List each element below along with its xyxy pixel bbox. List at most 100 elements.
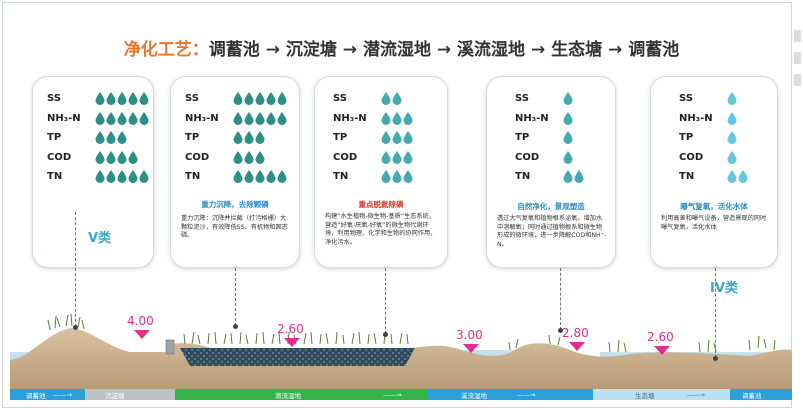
water-level-label: 4.00 — [127, 314, 154, 328]
drop-level — [233, 111, 287, 125]
water-drop-icon — [574, 170, 584, 184]
water-drop-icon — [255, 150, 265, 164]
param-name: NH₃-N — [679, 112, 713, 124]
param-name: NH₃-N — [185, 112, 219, 124]
drop-level — [95, 170, 149, 184]
param-row: NH₃-N — [679, 109, 748, 129]
stage-segment: 调蓄池 — [730, 389, 792, 400]
param-row: TP — [185, 128, 287, 148]
water-drop-icon — [95, 150, 105, 164]
leader-dot — [233, 324, 238, 329]
stage-label: 潜流湿地 — [275, 391, 301, 400]
water-drop-icon — [563, 150, 573, 164]
param-row: SS — [679, 89, 748, 109]
arrow-icon: ——→ — [686, 390, 705, 399]
card-description: 重力沉降：沉降并拦截（打污格栅）大颗粒泥沙，有效降低SS、有机物和固态磷。 — [181, 215, 288, 240]
water-level-label: 2.60 — [647, 330, 674, 344]
leader-dot — [558, 328, 563, 333]
drop-level — [233, 131, 265, 145]
water-level-label: 3.00 — [456, 328, 483, 342]
water-drop-icon — [403, 131, 413, 145]
water-drop-icon — [727, 131, 737, 145]
param-name: TN — [333, 171, 349, 183]
drop-level — [95, 131, 127, 145]
water-drop-icon — [727, 92, 737, 106]
water-drop-icon — [392, 111, 402, 125]
drop-level — [563, 150, 573, 164]
param-row: TP — [333, 128, 413, 148]
arrow-icon: ——→ — [517, 390, 536, 399]
param-name: COD — [333, 151, 358, 163]
water-drop-icon — [392, 131, 402, 145]
water-drop-icon — [233, 170, 243, 184]
card-subtitle: 曝气复氧，活化水体 — [680, 202, 748, 211]
water-drop-icon — [95, 111, 105, 125]
water-drop-icon — [403, 111, 413, 125]
card-description: 构建“水生植物-微生物-基质”生态系统，营造“好氧-厌氧-好氧”的微生物代谢环境… — [325, 213, 437, 246]
param-name: NH₃-N — [515, 112, 549, 124]
card-subtitle: 重力沉降，去除颗磷 — [201, 200, 269, 209]
water-drop-icon — [117, 131, 127, 145]
param-name: TN — [47, 171, 63, 183]
card-description: 利用高差和曝气设备，营造景观的同时曝气复氧，活化水体 — [661, 215, 767, 231]
param-name: SS — [679, 93, 693, 105]
water-drop-icon — [117, 92, 127, 106]
water-drop-icon — [381, 111, 391, 125]
water-drop-icon — [106, 150, 116, 164]
param-name: COD — [679, 151, 704, 163]
water-drop-icon — [727, 170, 737, 184]
param-row: COD — [185, 148, 287, 168]
water-level-marker — [569, 342, 585, 351]
drop-level — [381, 150, 413, 164]
drop-level — [95, 111, 149, 125]
param-name: TP — [333, 132, 348, 144]
water-drop-icon — [106, 131, 116, 145]
water-drop-icon — [233, 111, 243, 125]
drop-level — [563, 170, 584, 184]
water-drop-icon — [255, 170, 265, 184]
water-drop-icon — [139, 92, 149, 106]
water-drop-icon — [117, 170, 127, 184]
water-drop-icon — [128, 111, 138, 125]
leader-dot — [713, 356, 718, 361]
drop-level — [95, 150, 138, 164]
water-level-marker — [654, 346, 670, 355]
param-name: TN — [515, 171, 531, 183]
drop-level — [233, 170, 287, 184]
water-drop-icon — [403, 170, 413, 184]
param-name: TN — [679, 171, 695, 183]
water-drop-icon — [95, 92, 105, 106]
water-drop-icon — [381, 92, 391, 106]
arrow-icon: ——→ — [53, 390, 72, 399]
water-drop-icon — [244, 150, 254, 164]
water-drop-icon — [266, 111, 276, 125]
water-drop-icon — [403, 150, 413, 164]
param-row: NH₃-N — [333, 109, 413, 129]
param-name: TP — [47, 132, 62, 144]
water-drop-icon — [233, 150, 243, 164]
drop-level — [563, 92, 573, 106]
param-name: TP — [515, 132, 530, 144]
param-name: NH₃-N — [333, 112, 367, 124]
water-drop-icon — [244, 170, 254, 184]
param-name: SS — [185, 93, 199, 105]
drop-level — [381, 131, 413, 145]
process-title-label: 净化工艺： — [123, 40, 209, 60]
cross-section-svg — [10, 313, 792, 389]
water-drop-icon — [255, 92, 265, 106]
leader-line — [715, 268, 716, 358]
drop-level — [727, 170, 748, 184]
leader-line — [235, 268, 236, 326]
leader-line — [385, 268, 386, 334]
water-drop-icon — [381, 131, 391, 145]
water-level-label: 2.60 — [277, 322, 304, 336]
param-name: TP — [185, 132, 200, 144]
side-marks — [794, 30, 803, 96]
